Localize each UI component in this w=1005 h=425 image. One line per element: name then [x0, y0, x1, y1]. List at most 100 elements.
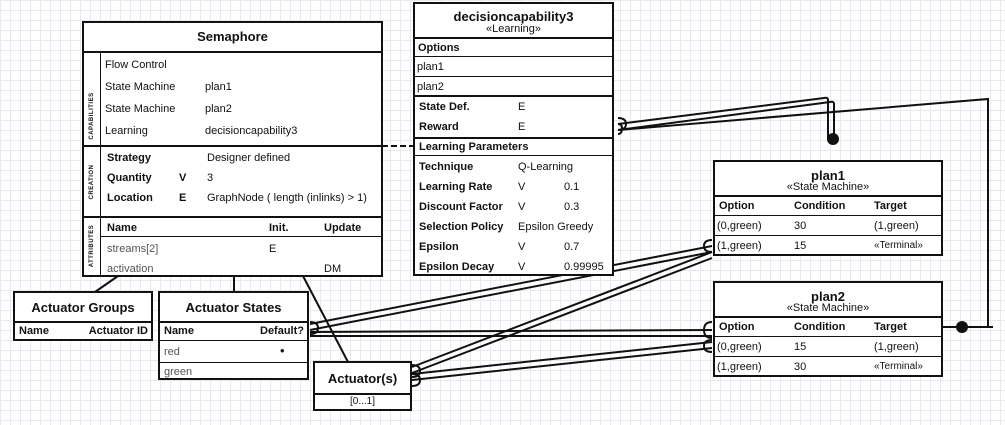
- def-label: Reward: [419, 121, 459, 133]
- creation-value: Designer defined: [207, 152, 291, 164]
- param-value: 0.7: [564, 241, 580, 253]
- plan2-header-condition: Condition: [794, 321, 846, 333]
- creation-label: Location: [107, 192, 153, 204]
- capability-type: State Machine: [105, 103, 176, 115]
- capability-type: State Machine: [105, 81, 176, 93]
- connector-plan1-states: [309, 245, 713, 325]
- actuator-states-header-name: Name: [164, 325, 194, 337]
- actuator-states-title: Actuator States: [185, 300, 282, 315]
- plan1-node[interactable]: plan1 «State Machine» Option Condition T…: [713, 160, 943, 256]
- attributes-side-label: ATTRIBUTES: [89, 224, 95, 268]
- actuators-node[interactable]: Actuator(s) [0...1]: [313, 361, 412, 411]
- param-flag: V: [518, 261, 526, 273]
- actuator-groups-node[interactable]: Actuator Groups Name Actuator ID: [13, 291, 153, 341]
- param-label: Epsilon Decay: [419, 261, 495, 273]
- creation-label: Quantity: [107, 172, 152, 184]
- creation-side-label: CREATION: [89, 164, 95, 200]
- plan1-header-target: Target: [874, 200, 907, 212]
- plan2-header-option: Option: [719, 321, 755, 333]
- plan2-row-target: (1,green): [874, 341, 919, 353]
- plan2-row-condition: 30: [794, 361, 807, 373]
- capability-value: plan1: [205, 81, 232, 93]
- params-header: Learning Parameters: [419, 141, 529, 153]
- plan2-header-target: Target: [874, 321, 907, 333]
- decision-title: decisioncapability3: [453, 9, 574, 24]
- capability-value: plan2: [205, 103, 232, 115]
- plan2-node[interactable]: plan2 «State Machine» Option Condition T…: [713, 281, 943, 377]
- attr-header-update: Update: [324, 222, 362, 234]
- connector-plan2-actuators: [411, 341, 713, 375]
- capability-value: decisioncapability3: [205, 125, 298, 137]
- param-flag: V: [518, 201, 526, 213]
- creation-flag: V: [179, 172, 187, 184]
- creation-flag: E: [179, 192, 187, 204]
- connector-semaphore-actuators: [302, 275, 349, 363]
- plan1-title: plan1: [811, 168, 845, 183]
- creation-label: Strategy: [107, 152, 152, 164]
- attr-header-init: Init.: [269, 222, 289, 234]
- actuator-states-node[interactable]: Actuator States Name Default? red • gree…: [158, 291, 309, 380]
- attr-update: DM: [324, 263, 342, 275]
- plan1-anchor-dot: [827, 133, 839, 145]
- plan1-row-option: (0,green): [717, 220, 762, 232]
- param-label: Learning Rate: [419, 181, 493, 193]
- plan2-row-option: (1,green): [717, 361, 762, 373]
- plan2-row-target: «Terminal»: [874, 361, 923, 372]
- param-label: Technique: [419, 161, 474, 173]
- def-value: E: [518, 101, 526, 113]
- actuators-multiplicity: [0...1]: [349, 396, 375, 407]
- plan1-row-target: «Terminal»: [874, 240, 923, 251]
- plan1-row-option: (1,green): [717, 240, 762, 252]
- plan2-title: plan2: [811, 289, 845, 304]
- attr-name: activation: [107, 263, 154, 275]
- creation-value: 3: [207, 172, 214, 184]
- capabilities-side-label: CAPABILITIES: [89, 92, 95, 140]
- plan2-stereotype: «State Machine»: [786, 302, 870, 314]
- capability-type: Learning: [105, 125, 148, 137]
- plan2-row-option: (0,green): [717, 341, 762, 353]
- attr-name: streams[2]: [107, 243, 159, 255]
- actuator-groups-header-id: Actuator ID: [88, 325, 148, 337]
- actuator-groups-header-name: Name: [19, 325, 49, 337]
- plan1-stereotype: «State Machine»: [786, 181, 870, 193]
- actuator-groups-title: Actuator Groups: [31, 300, 135, 315]
- connector-plan1-decision: [617, 96, 829, 140]
- attr-init: E: [269, 243, 277, 255]
- param-label: Selection Policy: [419, 221, 504, 233]
- state-name: green: [164, 366, 193, 378]
- capability-type: Flow Control: [105, 59, 167, 71]
- param-value: Q-Learning: [518, 161, 574, 173]
- param-label: Discount Factor: [419, 201, 503, 213]
- connector-plan2-states: [309, 329, 713, 333]
- param-value: 0.3: [564, 201, 580, 213]
- connector-semaphore-groups: [94, 275, 119, 293]
- plan1-row-condition: 15: [794, 240, 807, 252]
- creation-value: GraphNode ( length (inlinks) > 1): [207, 192, 367, 204]
- actuator-states-header-default: Default?: [260, 325, 304, 337]
- decision-node[interactable]: decisioncapability3 «Learning» Options p…: [413, 2, 614, 276]
- plan1-header-condition: Condition: [794, 200, 846, 212]
- plan2-row-condition: 15: [794, 341, 807, 353]
- plan1-row-condition: 30: [794, 220, 807, 232]
- options-header: Options: [418, 42, 460, 54]
- param-flag: V: [518, 181, 526, 193]
- plan1-row-target: (1,green): [874, 220, 919, 232]
- option-item: plan1: [417, 61, 444, 73]
- decision-stereotype: «Learning»: [485, 23, 542, 35]
- param-value: Epsilon Greedy: [518, 221, 594, 233]
- actuators-title: Actuator(s): [327, 371, 398, 386]
- attr-header-name: Name: [107, 222, 137, 234]
- param-value: 0.1: [564, 181, 580, 193]
- state-default-marker: •: [280, 343, 285, 358]
- plan1-header-option: Option: [719, 200, 755, 212]
- def-value: E: [518, 121, 526, 133]
- state-name: red: [164, 346, 180, 358]
- semaphore-title: Semaphore: [197, 29, 268, 44]
- param-value: 0.99995: [564, 261, 604, 273]
- param-label: Epsilon: [419, 241, 459, 253]
- connector-plan1-actuators: [411, 251, 713, 368]
- semaphore-node[interactable]: Semaphore CAPABILITIES Flow Control Stat…: [82, 21, 383, 277]
- option-item: plan2: [417, 81, 444, 93]
- plan2-anchor-dot: [956, 321, 968, 333]
